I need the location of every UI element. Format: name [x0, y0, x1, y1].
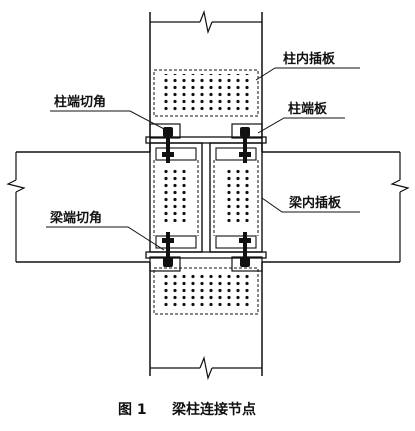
figure-title: 梁柱连接节点	[171, 401, 256, 418]
beam-inner-plate-left	[160, 168, 190, 222]
label-column-end-corner-cut: 柱端切角	[54, 94, 106, 110]
label-beam-end-corner-cut: 梁端切角	[49, 210, 102, 226]
column-inner-plate-upper	[153, 69, 259, 117]
beam-inner-plate-right	[222, 168, 252, 222]
label-column-inner-plate: 柱内插板	[283, 51, 336, 67]
column-end-plate-top	[145, 136, 267, 144]
beam	[6, 151, 410, 263]
label-beam-inner-plate: 梁内插板	[288, 195, 342, 211]
left-beam-box	[149, 142, 203, 253]
lower-column	[149, 262, 263, 381]
leader-lines	[46, 67, 360, 251]
column-end-plate-bottom	[145, 251, 267, 259]
bolts	[162, 127, 251, 267]
label-column-end-plate: 柱端板	[288, 101, 328, 117]
figure-number: 图 1	[118, 402, 147, 418]
column-inner-plate-lower	[153, 267, 259, 315]
right-beam-box	[209, 142, 263, 253]
